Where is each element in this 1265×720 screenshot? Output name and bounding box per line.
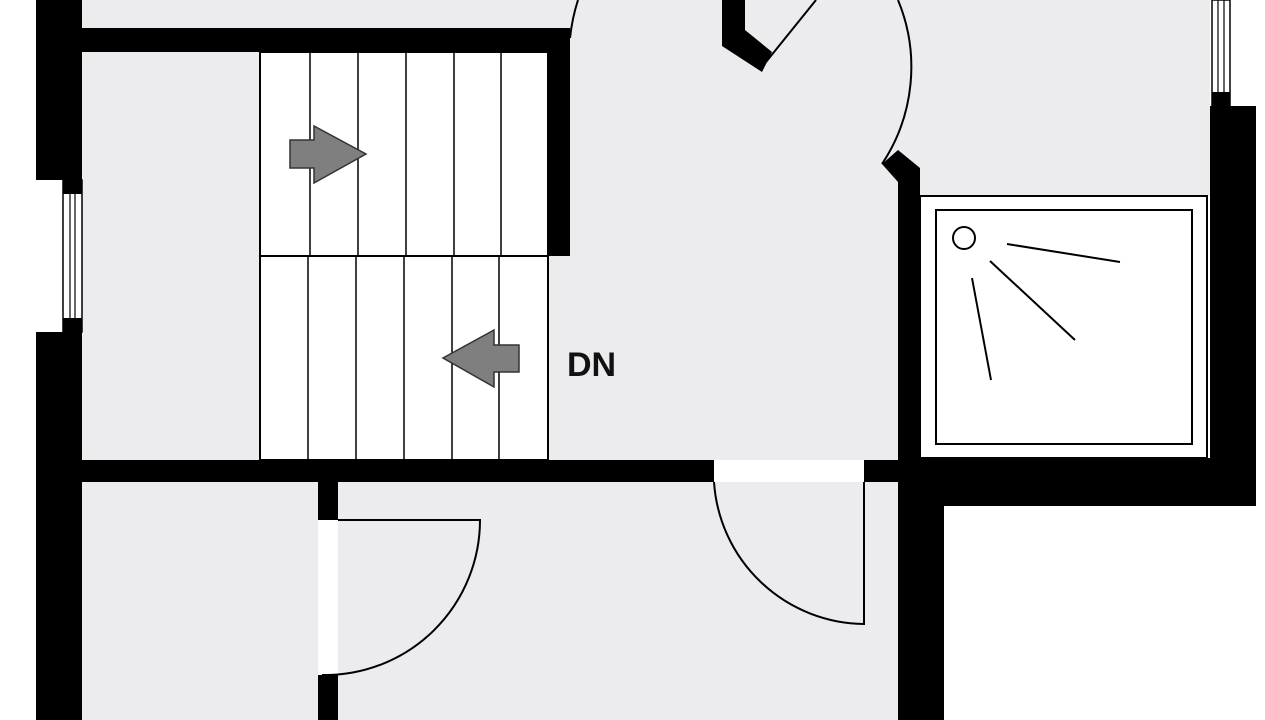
wall-bath-bottom <box>898 458 1256 506</box>
stairs-down-label: DN <box>567 346 616 384</box>
staircase <box>259 51 549 461</box>
floor-areas <box>82 0 1210 720</box>
wall-bath-corner <box>882 150 920 182</box>
shower-drain-icon <box>952 226 976 250</box>
door-closet <box>321 519 482 677</box>
wall-left-lower <box>36 332 82 720</box>
window-right <box>1211 0 1231 107</box>
door-swings <box>321 0 913 677</box>
wall-bath-left <box>898 178 920 482</box>
stair-direction-arrow-icon <box>289 124 368 185</box>
wall-top-stub <box>722 0 772 72</box>
wall-middle-horizontal-right <box>864 460 900 482</box>
bedroom-floor <box>338 482 898 720</box>
door-top-room <box>569 0 579 39</box>
door-bedroom <box>713 481 865 626</box>
bathroom-floor <box>898 0 1210 196</box>
shower-tray-inner <box>935 209 1193 445</box>
closet-floor <box>82 482 318 720</box>
wall-closet-lower <box>318 675 338 720</box>
door-bathroom <box>765 0 913 165</box>
wall-top-stair <box>82 28 570 52</box>
wall-stair-right <box>548 28 570 256</box>
wall-lower-right <box>898 482 944 720</box>
wall-middle-horizontal <box>82 460 714 482</box>
hall-floor <box>548 0 898 460</box>
wall-bath-right <box>1210 106 1256 506</box>
wall-closet-upper <box>318 482 338 520</box>
top-left-room-floor <box>82 0 562 28</box>
stair-direction-arrow-icon <box>441 328 520 389</box>
window-left <box>62 179 83 333</box>
landing-floor <box>82 52 260 460</box>
shower-spray-icon <box>971 243 1121 381</box>
shower-tray <box>919 195 1208 459</box>
stair-treads <box>307 52 502 460</box>
wall-left-upper <box>36 0 82 180</box>
walls <box>36 0 1256 720</box>
